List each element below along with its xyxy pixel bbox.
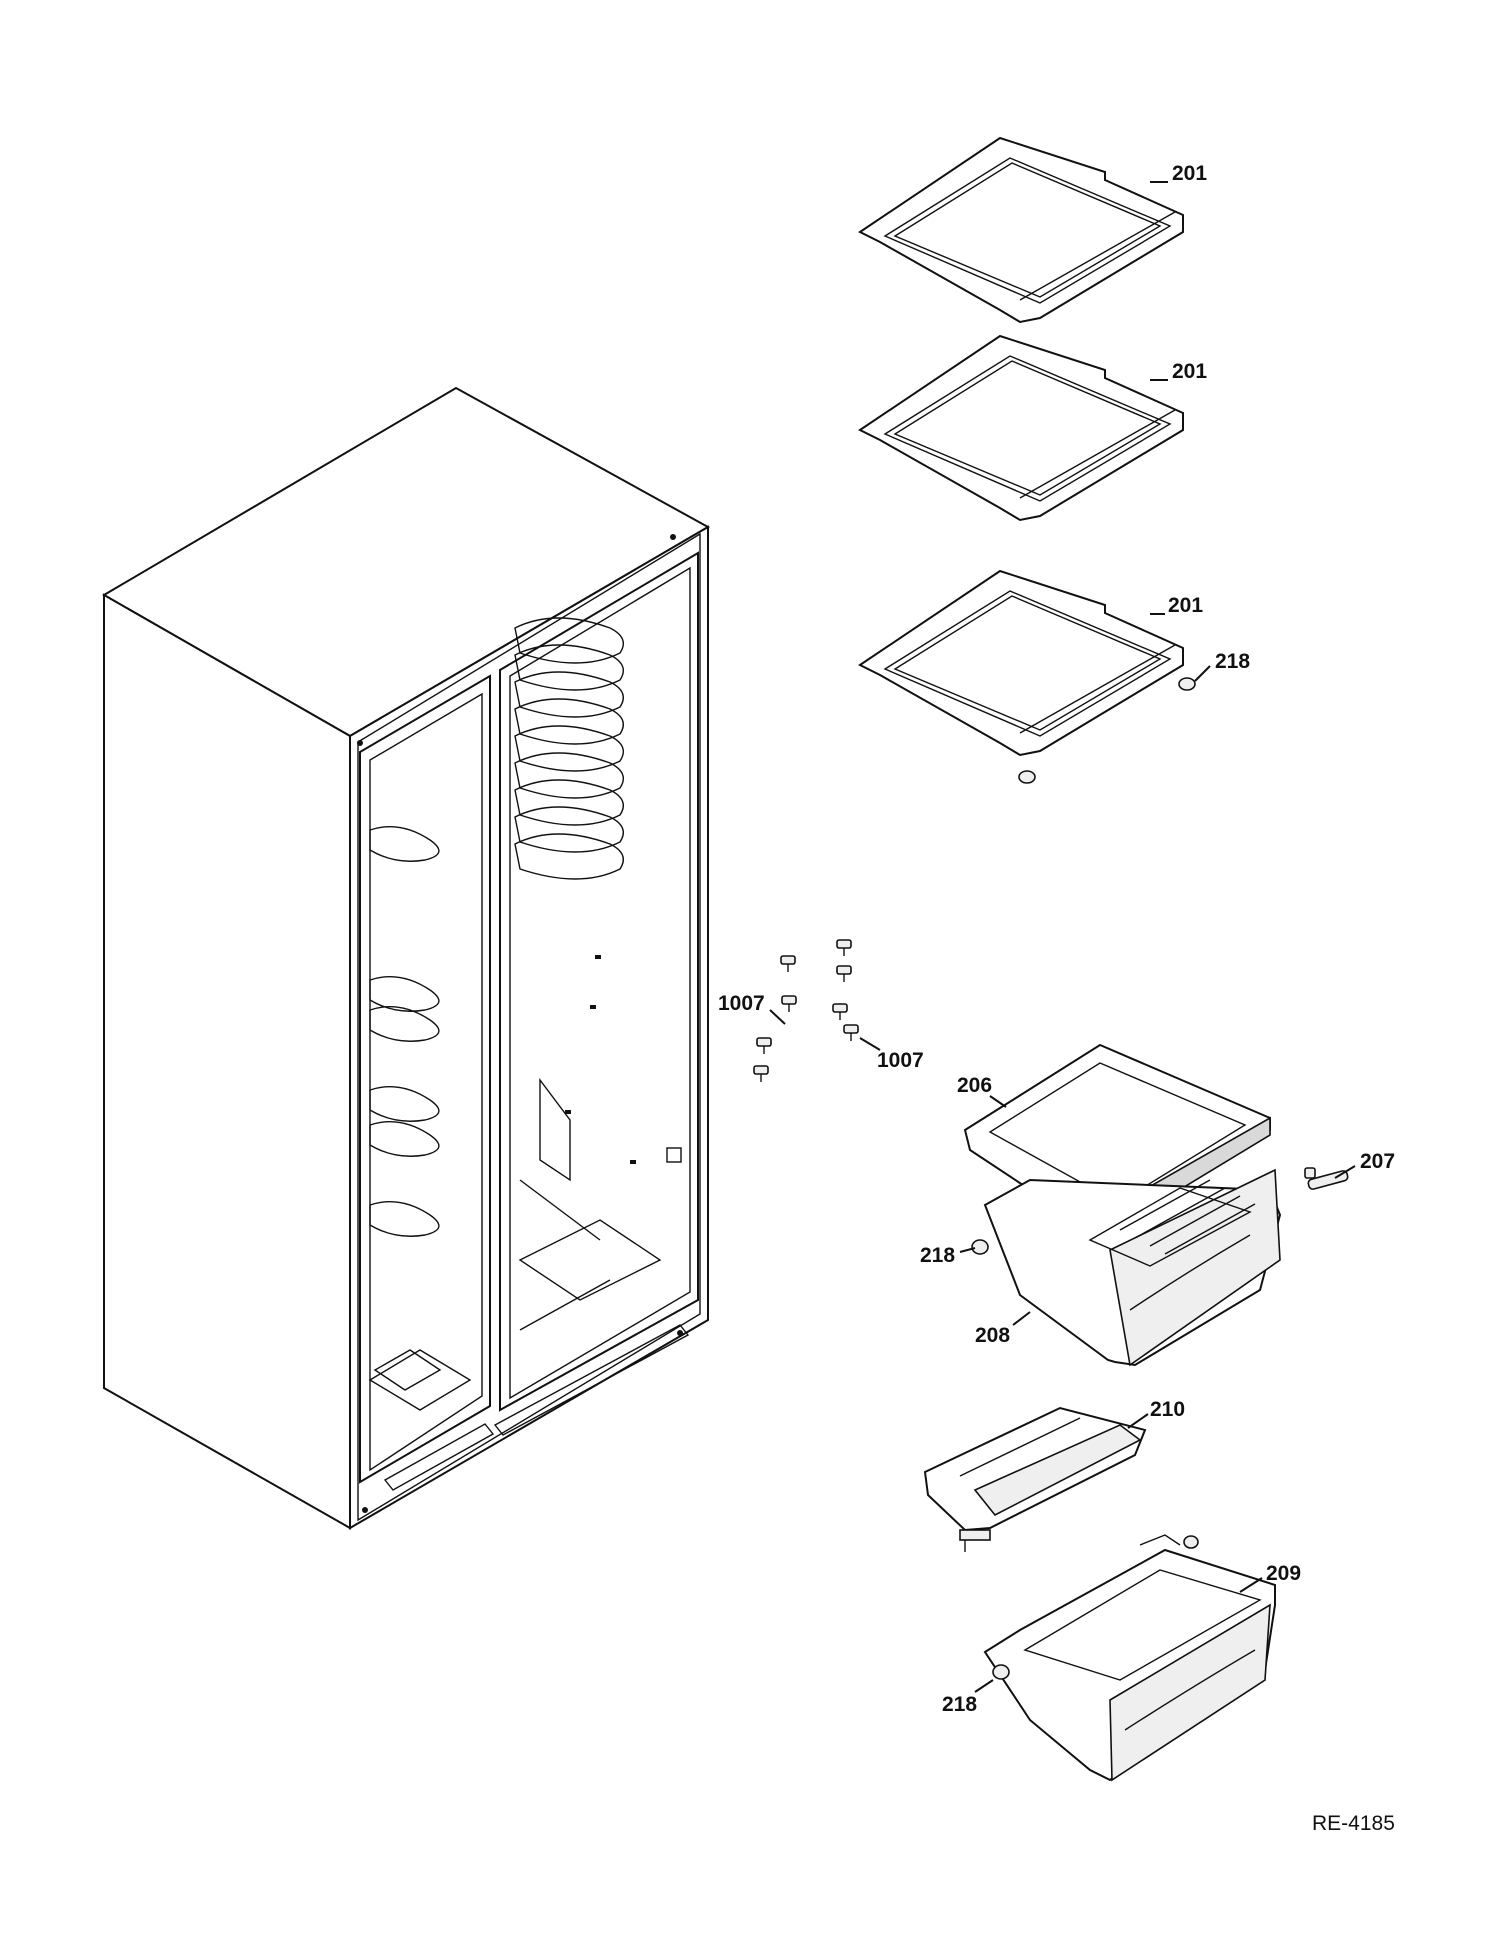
callout-screws-right: 1007: [877, 1049, 924, 1072]
leader-lines: [769, 181, 1356, 1693]
crisper-pan-lower: [983, 1534, 1276, 1782]
callout-shelf-top: 201: [1172, 162, 1207, 185]
callout-crisper-pan-lower: 209: [1266, 1562, 1301, 1585]
crisper-pan-upper: [983, 1168, 1282, 1367]
refrigerator-cabinet: [102, 386, 711, 1530]
reference-code: RE-4185: [1312, 1812, 1395, 1835]
callout-shelf-bottom: 201: [1168, 594, 1203, 617]
shelf-stop: [1018, 677, 1196, 784]
callout-labels: 201 201 201 218 1007 1007 206 207 218 20…: [718, 162, 1395, 1835]
glass-shelf-top: [858, 136, 1184, 324]
shelf-support-ladder: [514, 617, 624, 880]
slide-rail: [1304, 1167, 1349, 1190]
callout-lower-pan-stop: 218: [942, 1693, 977, 1716]
callout-slide-rail: 207: [1360, 1150, 1395, 1173]
screw-group: [753, 939, 859, 1082]
fresh-food-compartment: [499, 551, 699, 1412]
freezer-shelf-brackets: [369, 825, 440, 1237]
glass-shelf-bottom: [858, 569, 1184, 757]
pan-stop: [971, 1239, 989, 1255]
freezer-compartment: [359, 674, 491, 1484]
callout-screws-left: 1007: [718, 992, 765, 1015]
pan-cover-lower: [923, 1406, 1147, 1552]
callout-shelf-stop: 218: [1215, 650, 1250, 673]
callout-pan-cover-lower: 210: [1150, 1398, 1185, 1421]
callout-pan-stop: 218: [920, 1244, 955, 1267]
lower-pan-stop: [992, 1664, 1010, 1680]
glass-shelf-middle: [858, 334, 1184, 522]
callout-pan-cover: 206: [957, 1074, 992, 1097]
callout-crisper-pan-upper: 208: [975, 1324, 1010, 1347]
callout-shelf-middle: 201: [1172, 360, 1207, 383]
